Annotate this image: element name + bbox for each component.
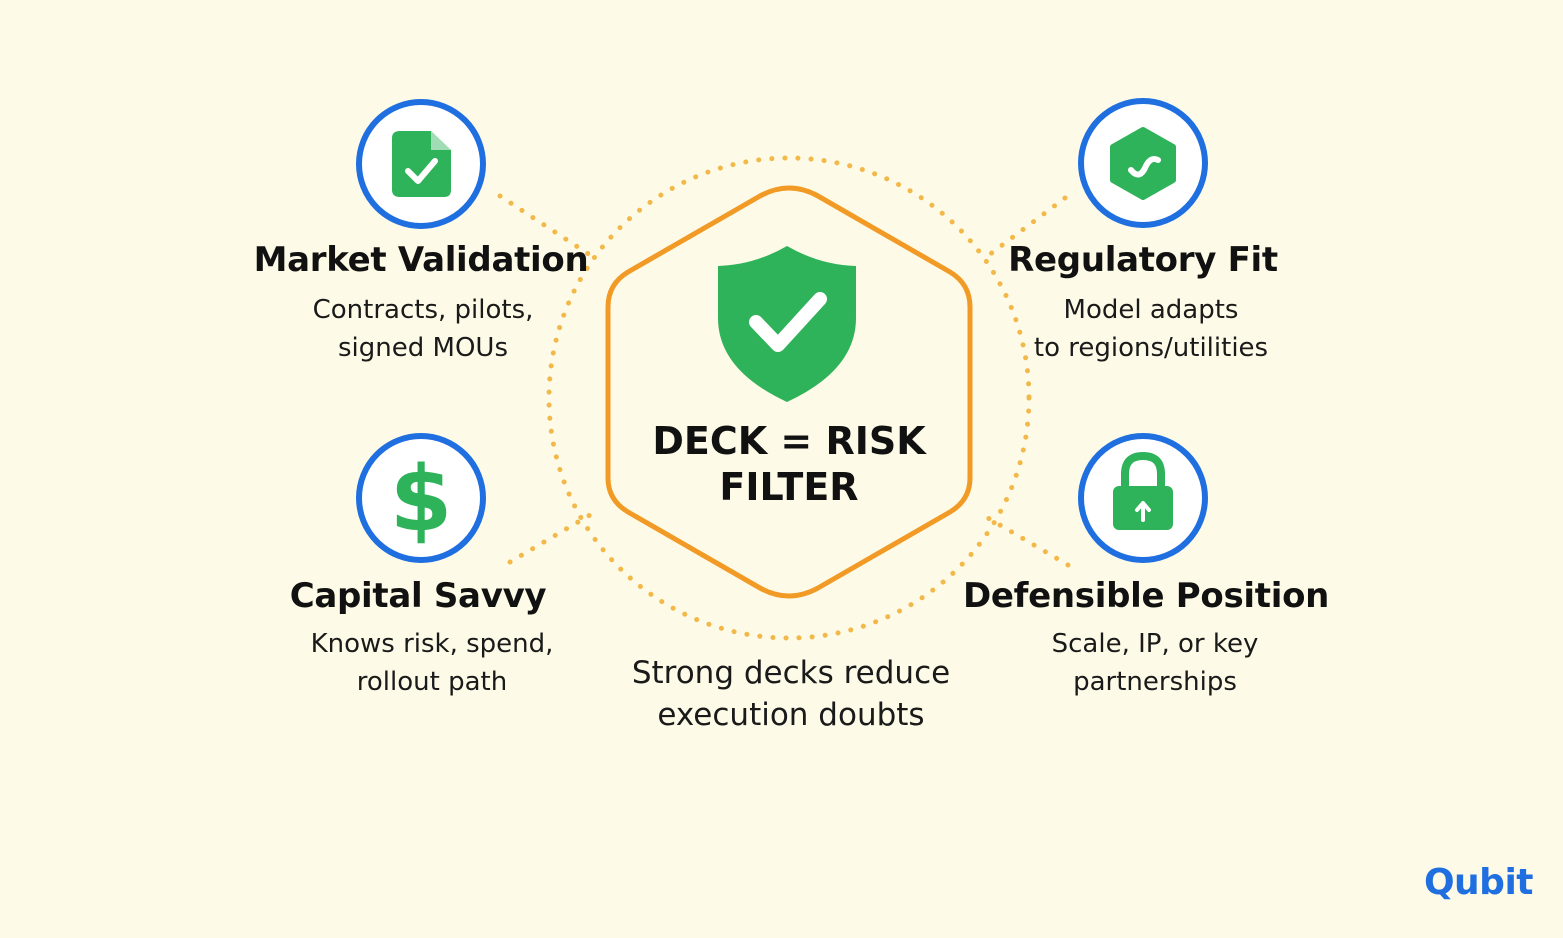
capital-savvy-desc: Knows risk, spend, rollout path xyxy=(242,625,622,701)
logo-text: Qubit xyxy=(1423,862,1534,903)
capital-savvy-title: Capital Savvy xyxy=(289,576,547,616)
regulatory-fit-desc-line-2: to regions/utilities xyxy=(1033,333,1269,363)
center-title: DECK = RISK FILTER xyxy=(639,418,939,510)
dollar-icon xyxy=(356,433,486,563)
footer-note-line-2: execution doubts xyxy=(657,697,925,733)
center-title-line-2: FILTER xyxy=(719,465,859,509)
footer-note: Strong decks reduce execution doubts xyxy=(581,652,1001,736)
qubit-logo: Qubit xyxy=(1423,862,1534,903)
defensible-position-desc-line-2: partnerships xyxy=(1073,667,1237,697)
defensible-position-desc-line-1: Scale, IP, or key xyxy=(1051,629,1259,659)
regulatory-fit-desc-line-1: Model adapts xyxy=(1063,295,1239,325)
market-validation-desc: Contracts, pilots, signed MOUs xyxy=(233,291,613,367)
center-title-line-1: DECK = RISK xyxy=(652,419,926,463)
defensible-position-desc: Scale, IP, or key partnerships xyxy=(965,625,1345,701)
footer-note-line-1: Strong decks reduce xyxy=(631,655,951,691)
connector-regulatory-fit xyxy=(982,195,1068,261)
shield-check-icon xyxy=(718,246,856,402)
capital-savvy-desc-line-1: Knows risk, spend, xyxy=(310,629,554,659)
connector-defensible-position xyxy=(985,515,1071,568)
dotted-orbit-ring xyxy=(546,155,1032,641)
dollar-glyph: $ xyxy=(390,447,453,552)
defensible-position-title: Defensible Position xyxy=(962,576,1330,616)
connector-capital-savvy xyxy=(507,512,593,565)
market-validation-desc-line-2: signed MOUs xyxy=(338,333,508,363)
hexagon-badge-icon xyxy=(1078,98,1208,228)
regulatory-fit-desc: Model adapts to regions/utilities xyxy=(961,291,1341,367)
regulatory-fit-title: Regulatory Fit xyxy=(1008,240,1278,280)
market-validation-title: Market Validation xyxy=(253,240,589,280)
capital-savvy-desc-line-2: rollout path xyxy=(356,667,508,697)
connectors xyxy=(497,193,1071,568)
lock-icon xyxy=(1078,433,1208,563)
connector-market-validation xyxy=(497,193,593,258)
document-check-icon xyxy=(356,99,486,229)
market-validation-desc-line-1: Contracts, pilots, xyxy=(312,295,534,325)
